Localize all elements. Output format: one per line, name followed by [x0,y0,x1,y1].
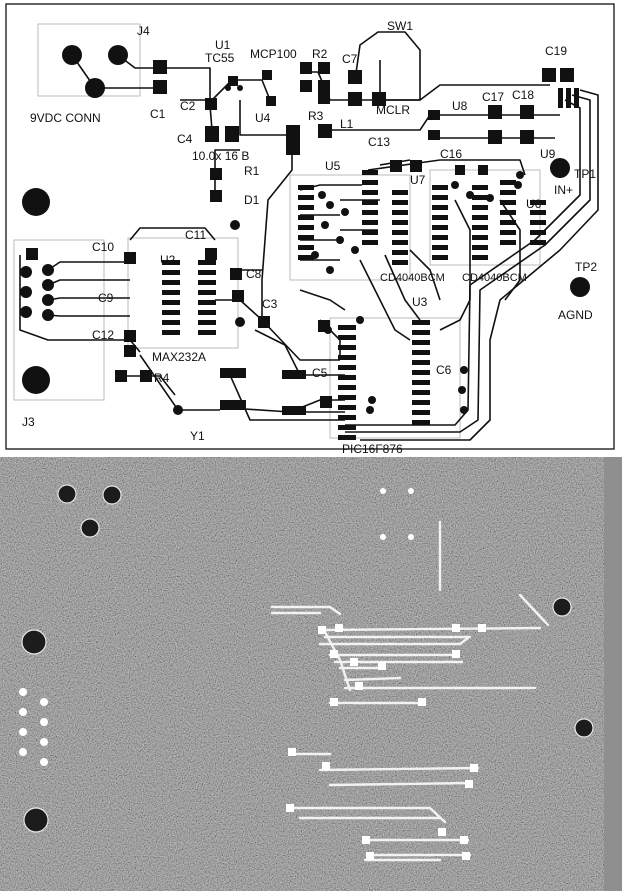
round-pads-and-vias [20,45,590,415]
label-sw1: SW1 [387,19,413,33]
label-j3: J3 [22,415,35,429]
label-c16: C16 [440,147,462,161]
label-r1: R1 [244,164,260,178]
label-tc55: TC55 [205,51,235,65]
label-u2: U2 [160,253,176,267]
label-u8: U8 [452,99,468,113]
photo-holes [21,484,594,833]
label-u3: U3 [412,295,428,309]
label-c17: C17 [482,90,504,104]
photo-connector-pads [19,488,414,766]
u7-u6-pins [432,180,546,260]
label-in-plus: IN+ [554,183,573,197]
label-c6: C6 [436,363,452,377]
label-cd4040-left: CD4040BCM [380,272,445,284]
label-c8: C8 [246,267,262,281]
label-c13: C13 [368,135,390,149]
u3-pins [338,320,430,440]
label-c3: C3 [262,297,278,311]
label-c9: C9 [98,291,114,305]
label-agnd: AGND [558,308,593,322]
label-c1: C1 [150,107,166,121]
label-c10: C10 [92,240,114,254]
label-u7: U7 [410,173,426,187]
label-c18: C18 [512,88,534,102]
label-tp2: TP2 [575,260,597,274]
label-r4: R4 [154,371,170,385]
label-mcp100: MCP100 [250,47,297,61]
label-j4: J4 [137,24,150,38]
label-r2: R2 [312,47,328,61]
silkscreen-labels: J4 U1 TC55 MCP100 R2 SW1 C7 C19 C1 C2 9V… [22,19,597,456]
label-cd4040-right: CD4040BCM [462,272,527,284]
photo-right-edge [604,457,622,891]
label-pic16f876: PIC16F876 [342,442,403,456]
panel-divider [0,454,622,457]
label-c2: C2 [180,99,196,113]
label-l1: L1 [340,117,354,131]
label-9vdc-conn: 9VDC CONN [30,111,101,125]
label-r3: R3 [308,109,324,123]
ic-pin-rows [162,88,579,440]
board-photo-panel [0,457,622,891]
smd-pads [26,60,574,415]
label-y1: Y1 [190,429,205,443]
label-max232a: MAX232A [152,350,206,364]
label-u1: U1 [215,38,231,52]
photo-trace-pads [286,624,486,860]
component-layout-panel: J4 U1 TC55 MCP100 R2 SW1 C7 C19 C1 C2 9V… [5,3,615,456]
label-u9: U9 [540,147,556,161]
label-mclr: MCLR [376,103,410,117]
label-c5: C5 [312,366,328,380]
label-10x16b: 10.0x 16 B [192,149,249,163]
label-u4: U4 [255,111,271,125]
label-c12: C12 [92,328,114,342]
label-tp1: TP1 [574,167,596,181]
label-u5: U5 [325,159,341,173]
label-c11: C11 [185,228,206,242]
label-c19: C19 [545,44,567,58]
layout-frame [5,3,615,450]
label-c7: C7 [342,52,358,66]
u9-pins [558,88,579,108]
photo-traces [270,520,550,862]
label-c4: C4 [177,132,193,146]
label-d1: D1 [244,193,260,207]
u5-pins [298,170,408,265]
label-u6: U6 [526,197,542,211]
u2-pins [162,260,216,335]
